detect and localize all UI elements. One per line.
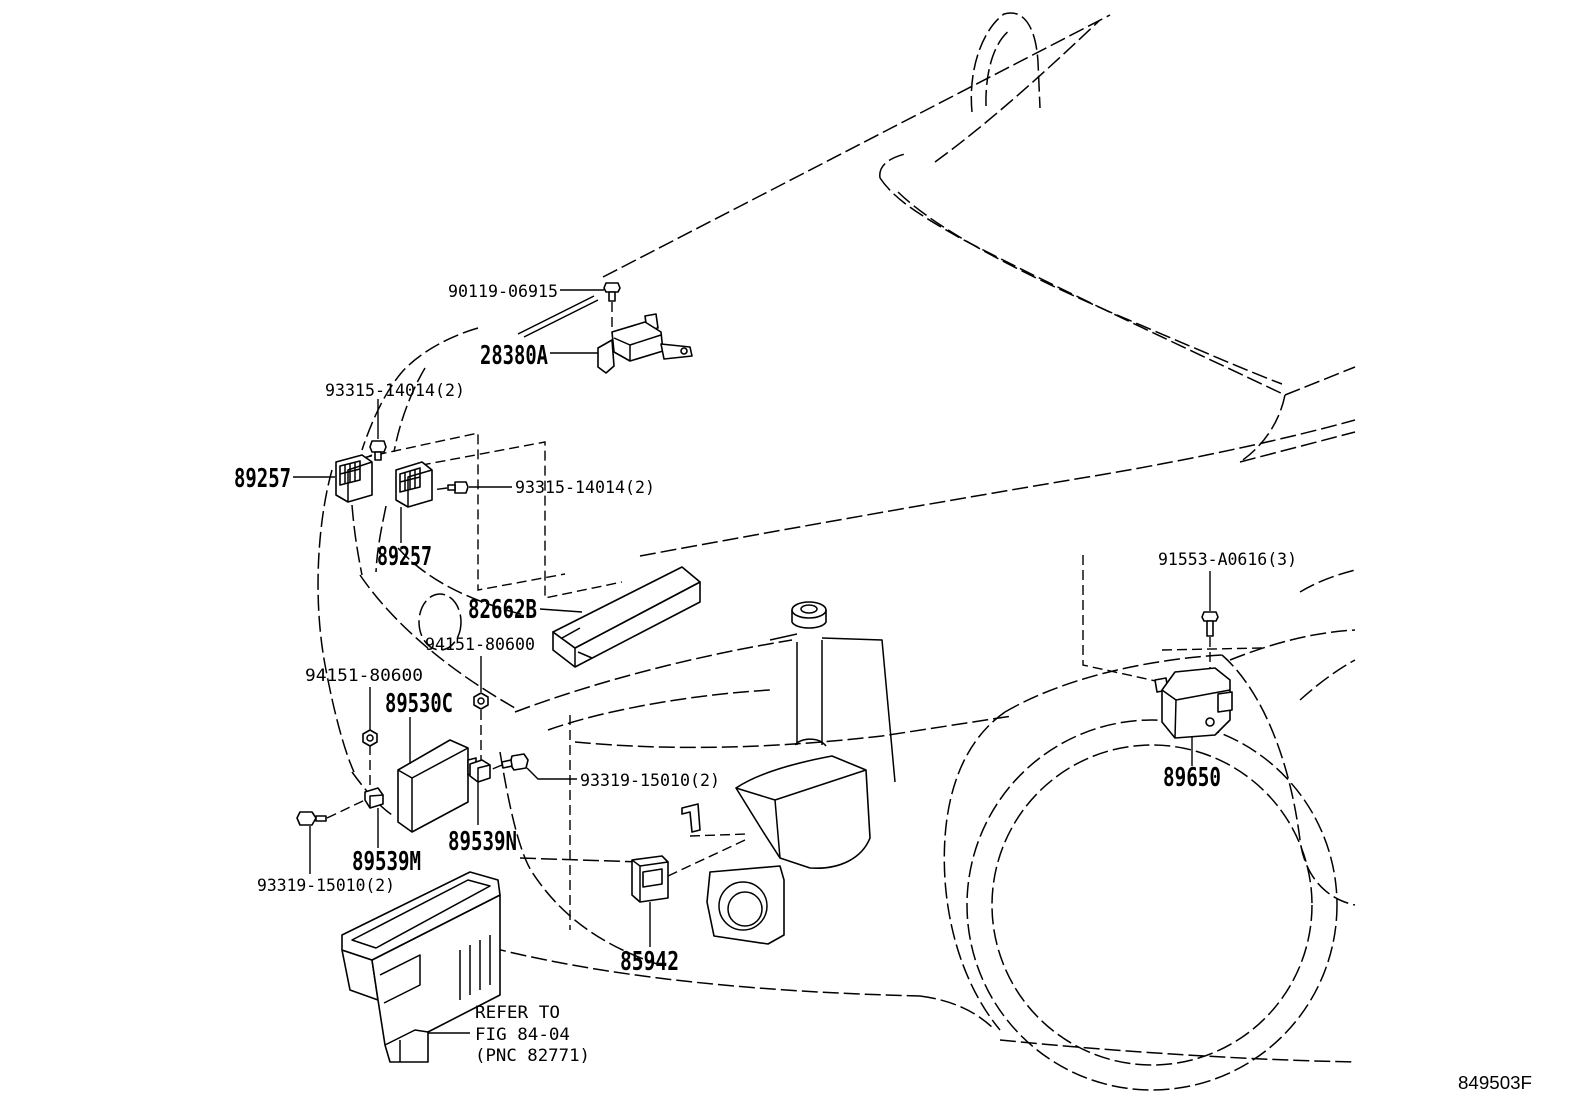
bumper-bottom-line	[469, 941, 921, 997]
bolt-93319-right	[501, 753, 529, 771]
headlamp-lower-contour	[359, 574, 516, 709]
rocker-line	[999, 1039, 1356, 1063]
label-93315-upper: 93315-14014(2)	[325, 381, 465, 401]
cover-82662B	[552, 566, 701, 668]
tire-inner	[991, 744, 1313, 1066]
nut-94151-left	[362, 729, 378, 747]
tire-outer	[966, 719, 1338, 1091]
label-90119: 90119-06915	[448, 282, 558, 302]
fender-top-line	[1284, 366, 1356, 396]
fender-drop-line	[1239, 394, 1286, 463]
label-94151-left: 94151-80600	[305, 666, 423, 686]
bracket-89539M	[364, 787, 384, 809]
bolt-93315-upper	[369, 440, 387, 461]
label-89650: 89650	[1163, 763, 1221, 793]
headlamp-upper-contour	[397, 547, 529, 617]
leader-93319-right	[526, 767, 577, 780]
fender-line-1	[1229, 629, 1356, 661]
washer-nozzle-outline	[418, 593, 462, 651]
wheel-arch-rear	[1221, 654, 1356, 906]
callout-labels: 90119-06915 28380A 93315-14014(2) 89257 …	[234, 282, 1532, 1093]
guide-89650-top	[1161, 647, 1263, 651]
hood-side-edge	[602, 14, 1111, 278]
label-89257-lower: 89257	[377, 542, 432, 572]
bumper-outer-contour	[317, 469, 355, 773]
bumper-inner-line-1	[351, 504, 363, 576]
label-93319-left: 93319-15010(2)	[257, 876, 395, 896]
bracket-89539N	[469, 759, 491, 783]
bumper-corner-line	[919, 995, 996, 1031]
relay-85942	[631, 855, 669, 903]
mirror-inner-line	[985, 29, 1011, 107]
label-89539M: 89539M	[352, 847, 421, 877]
sensor-89650	[1154, 667, 1233, 739]
label-85942: 85942	[620, 947, 679, 977]
sensor-89257-right	[395, 461, 433, 508]
fender-line-2	[1299, 569, 1356, 593]
label-28380A: 28380A	[480, 341, 548, 371]
bolt-93315-right	[447, 481, 469, 494]
wheel-arch-front	[943, 711, 1006, 1031]
label-93319-right: 93319-15010(2)	[580, 771, 720, 791]
bolt-90119	[603, 282, 621, 302]
front-left-inner-contour	[393, 367, 426, 453]
headlamp-top	[547, 689, 771, 731]
washer-tank	[735, 601, 896, 869]
lower-box-82771	[341, 871, 501, 1063]
cowl-line	[934, 19, 1101, 163]
hood-corner	[879, 153, 906, 179]
fog-lamp-bezel	[706, 865, 785, 945]
label-93315-right: 93315-14014(2)	[515, 478, 655, 498]
bumper-inner-line-2	[375, 505, 387, 573]
nut-94151-right	[473, 692, 489, 710]
label-89539N: 89539N	[448, 827, 517, 857]
grille-top-line	[514, 639, 793, 713]
reference-note-line-2: FIG 84-04	[475, 1025, 570, 1045]
label-89530C: 89530C	[385, 689, 453, 719]
label-89257-left: 89257	[234, 464, 291, 494]
sensor-28380A	[597, 313, 693, 374]
fender-line-3	[1299, 659, 1356, 701]
leader-82662B	[539, 608, 583, 613]
guide-93315-right	[431, 487, 448, 491]
figure-id: 849503F	[1458, 1073, 1532, 1093]
sensor-89257-left	[335, 454, 373, 503]
bolt-93319-left	[296, 811, 327, 826]
vehicle-body-outline	[317, 12, 1356, 1091]
guide-93319-right	[489, 764, 503, 771]
headlamp-bottom	[574, 715, 1013, 749]
bolt-91553	[1201, 611, 1219, 637]
hood-edge-beam	[517, 295, 599, 338]
guide-89257-left	[361, 432, 566, 591]
reference-note-line-3: (PNC 82771)	[475, 1046, 590, 1066]
reference-note-line-1: REFER TO	[475, 1003, 560, 1023]
guide-relay-harness-2	[689, 833, 749, 837]
parts	[296, 282, 1233, 1063]
mirror-outline	[970, 12, 1041, 113]
label-94151-right: 94151-80600	[425, 635, 535, 655]
label-91553: 91553-A0616(3)	[1158, 550, 1297, 570]
fender-side-line	[1239, 431, 1356, 463]
hood-rear-edge-outer	[879, 177, 1286, 396]
hood-rear-edge-inner	[897, 191, 1283, 385]
grille-right-line	[499, 751, 661, 966]
guide-93319-left	[326, 799, 366, 819]
hood-front-edge	[639, 419, 1356, 557]
label-82662B: 82662B	[468, 595, 537, 625]
harness-bracket	[681, 803, 701, 833]
guide-89257-right	[405, 441, 623, 599]
guide-89650-left	[1082, 555, 1166, 684]
leader-lines	[293, 289, 1211, 1034]
wheel-arch-top	[1004, 654, 1223, 713]
front-left-contour	[361, 327, 479, 451]
grille-bottom-line	[519, 857, 643, 863]
